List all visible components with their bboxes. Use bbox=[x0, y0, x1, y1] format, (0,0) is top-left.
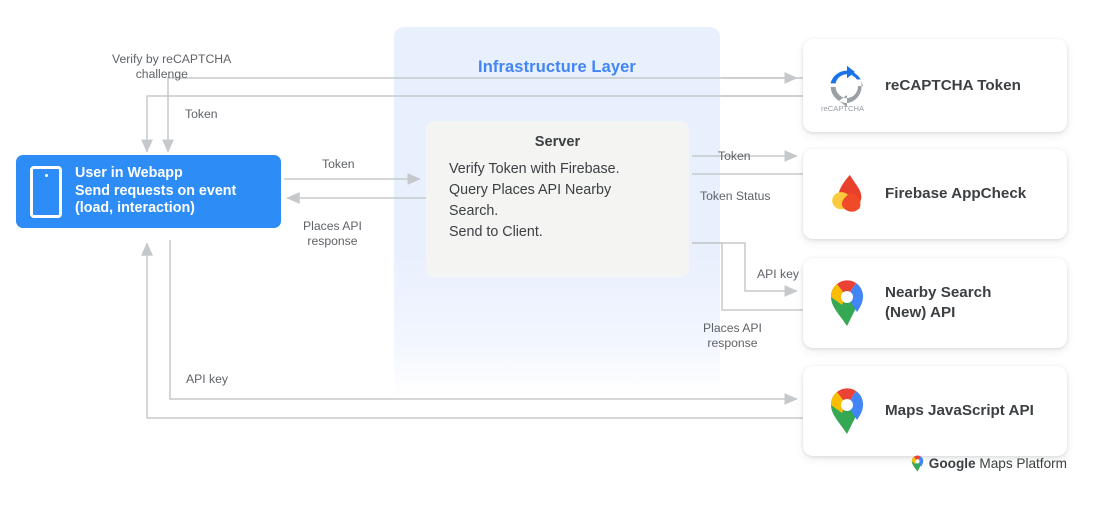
google-maps-pin-icon bbox=[825, 387, 869, 435]
server-title: Server bbox=[534, 134, 581, 150]
firebase-flame-icon bbox=[825, 170, 869, 218]
infrastructure-layer-title: Infrastructure Layer bbox=[478, 58, 636, 76]
footer-brand-rest: Maps Platform bbox=[975, 456, 1067, 471]
label-token-to-user: Token bbox=[185, 107, 218, 121]
card-maps-javascript-api[interactable]: Maps JavaScript API bbox=[803, 366, 1067, 456]
google-maps-pin-icon bbox=[911, 455, 924, 472]
card-maps-javascript-api-title: Maps JavaScript API bbox=[885, 402, 1034, 419]
label-token-status: Token Status bbox=[700, 189, 771, 203]
card-nearby-search-title-line-2: (New) API bbox=[885, 304, 956, 321]
server-line-1: Verify Token with Firebase. bbox=[449, 161, 620, 177]
label-verify-recaptcha: Verify by reCAPTCHA challenge bbox=[112, 52, 232, 81]
server-line-4: Send to Client. bbox=[449, 224, 543, 240]
google-maps-platform-footer: Google Maps Platform bbox=[806, 455, 1067, 472]
card-nearby-search-api-title: Nearby Search (New) API bbox=[885, 283, 991, 323]
server-body: Verify Token with Firebase. Query Places… bbox=[449, 159, 666, 243]
user-box-line-1: User in Webapp bbox=[75, 165, 183, 182]
footer-brand-text: Google Maps Platform bbox=[929, 456, 1067, 471]
user-in-webapp-box[interactable]: User in Webapp Send requests on event (l… bbox=[16, 155, 281, 228]
recaptcha-icon: reCAPTCHA bbox=[821, 62, 869, 113]
server-box[interactable]: Server Verify Token with Firebase. Query… bbox=[426, 121, 689, 277]
server-line-3: Search. bbox=[449, 203, 499, 219]
card-recaptcha-token[interactable]: reCAPTCHA reCAPTCHA Token bbox=[803, 39, 1067, 132]
user-box-text: User in Webapp Send requests on event (l… bbox=[75, 165, 236, 218]
recaptcha-icon-caption: reCAPTCHA bbox=[821, 103, 865, 113]
server-line-2: Query Places API Nearby bbox=[449, 182, 612, 198]
label-places-api-response-left: Places API response bbox=[303, 219, 362, 248]
label-places-api-response-right: Places API response bbox=[703, 321, 762, 350]
user-box-line-2: Send requests on event bbox=[75, 182, 237, 199]
label-api-key-maps: API key bbox=[186, 372, 228, 386]
card-firebase-appcheck-title: Firebase AppCheck bbox=[885, 185, 1027, 202]
google-maps-pin-icon bbox=[825, 279, 869, 327]
card-nearby-search-title-line-1: Nearby Search bbox=[885, 284, 992, 301]
mobile-phone-icon bbox=[30, 165, 62, 218]
label-token-to-server: Token bbox=[322, 157, 355, 171]
card-recaptcha-token-title: reCAPTCHA Token bbox=[885, 76, 1021, 94]
footer-brand-bold: Google bbox=[928, 456, 976, 471]
user-box-line-3: (load, interaction) bbox=[75, 200, 195, 217]
label-token-to-firebase: Token bbox=[718, 149, 751, 163]
card-firebase-appcheck[interactable]: Firebase AppCheck bbox=[803, 149, 1067, 239]
label-api-key-nearby: API key bbox=[757, 267, 799, 281]
card-nearby-search-api[interactable]: Nearby Search (New) API bbox=[803, 258, 1067, 348]
